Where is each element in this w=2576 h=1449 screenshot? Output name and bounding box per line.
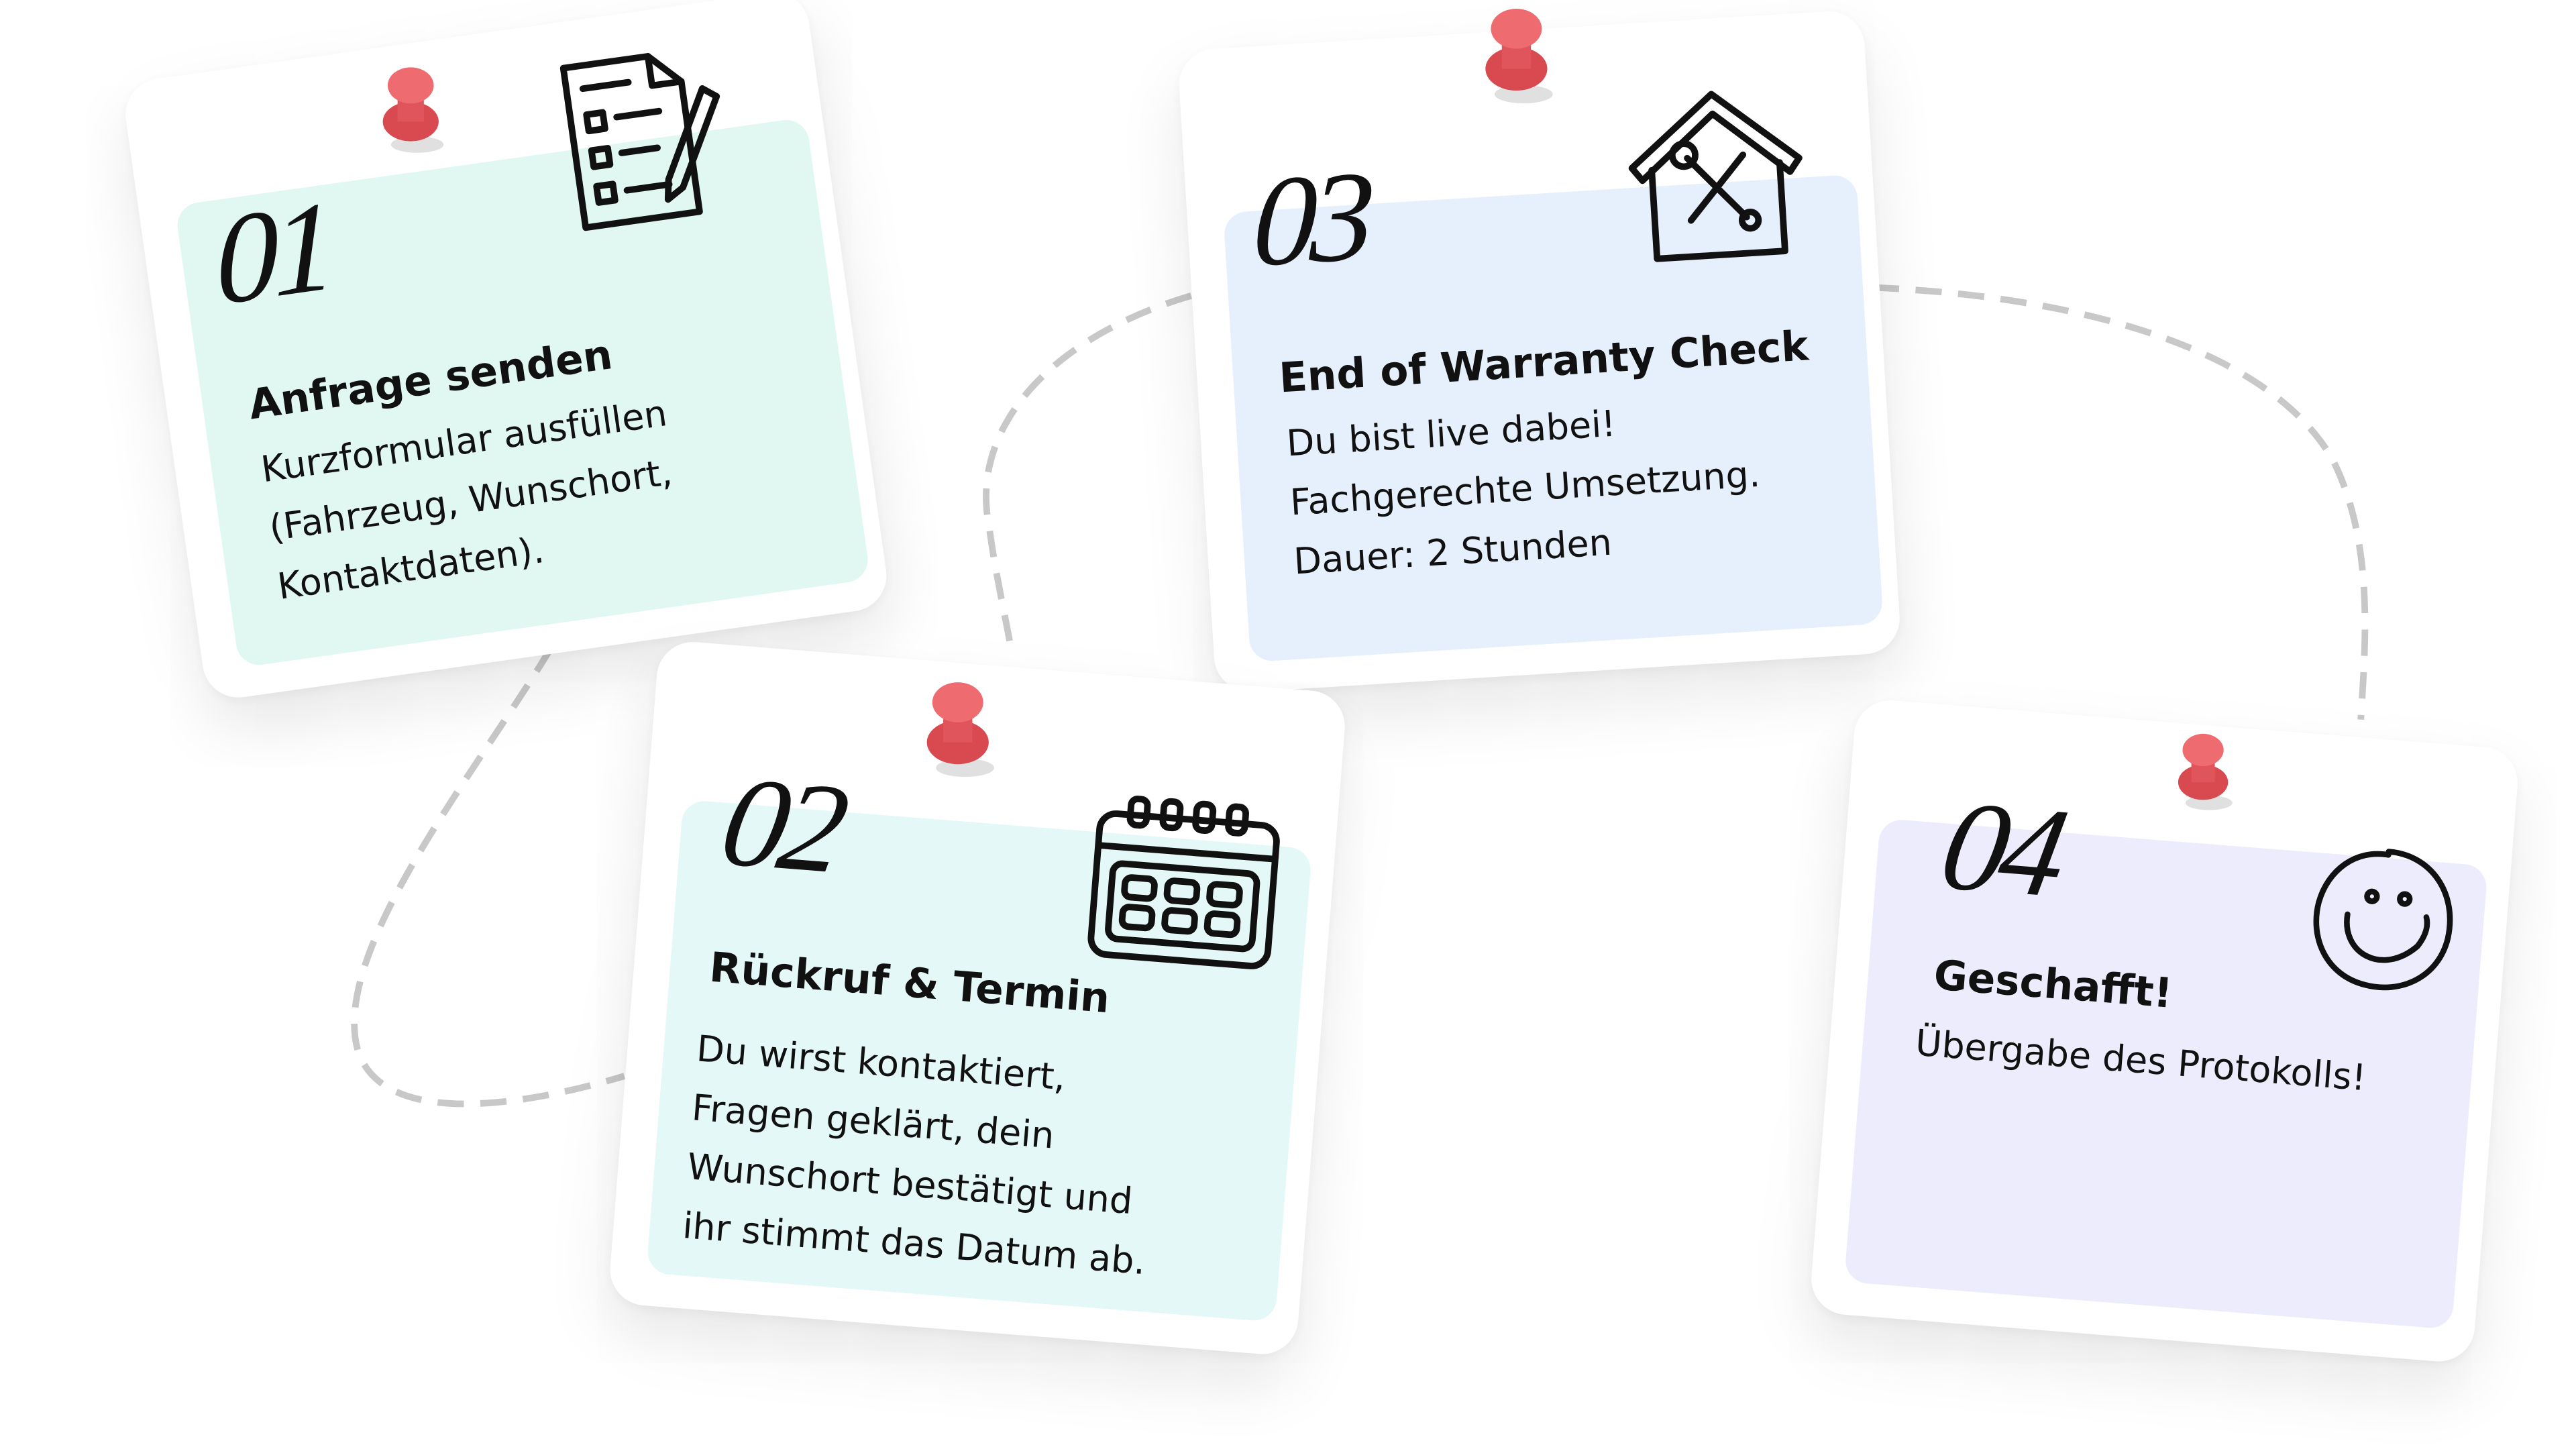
pushpin-icon <box>382 67 444 153</box>
pushpin-icon <box>1485 9 1553 104</box>
step-card-1: 01 Anfrage senden Kurzformular ausfüllen… <box>121 0 892 702</box>
connector-3-4 <box>1872 284 2369 720</box>
step-card-2: 02 Rückruf & Termin Du wirst kontaktiert… <box>607 639 1348 1357</box>
step-number: 03 <box>1250 143 1372 294</box>
connector-2-3 <box>983 292 1192 655</box>
step-description: Du wirst kontaktiert, Fragen geklärt, de… <box>680 1022 1161 1294</box>
step-number: 01 <box>213 172 332 333</box>
form-checklist-pencil-icon <box>559 53 720 231</box>
connector-1-2 <box>351 647 626 1108</box>
step-card-3: 03 End of Warranty Check Du bist live da… <box>1177 9 1902 694</box>
pushpin-icon <box>2178 733 2233 810</box>
garage-tools-icon <box>1628 91 1803 262</box>
calendar-icon <box>1087 796 1280 969</box>
smiley-icon <box>2313 849 2453 991</box>
step-description: Du bist live dabei! Fachgerechte Umsetzu… <box>1285 388 1765 594</box>
step-card-4: 04 Geschafft! Übergabe des Protokolls! <box>1809 698 2520 1364</box>
pushpin-icon <box>926 682 994 777</box>
